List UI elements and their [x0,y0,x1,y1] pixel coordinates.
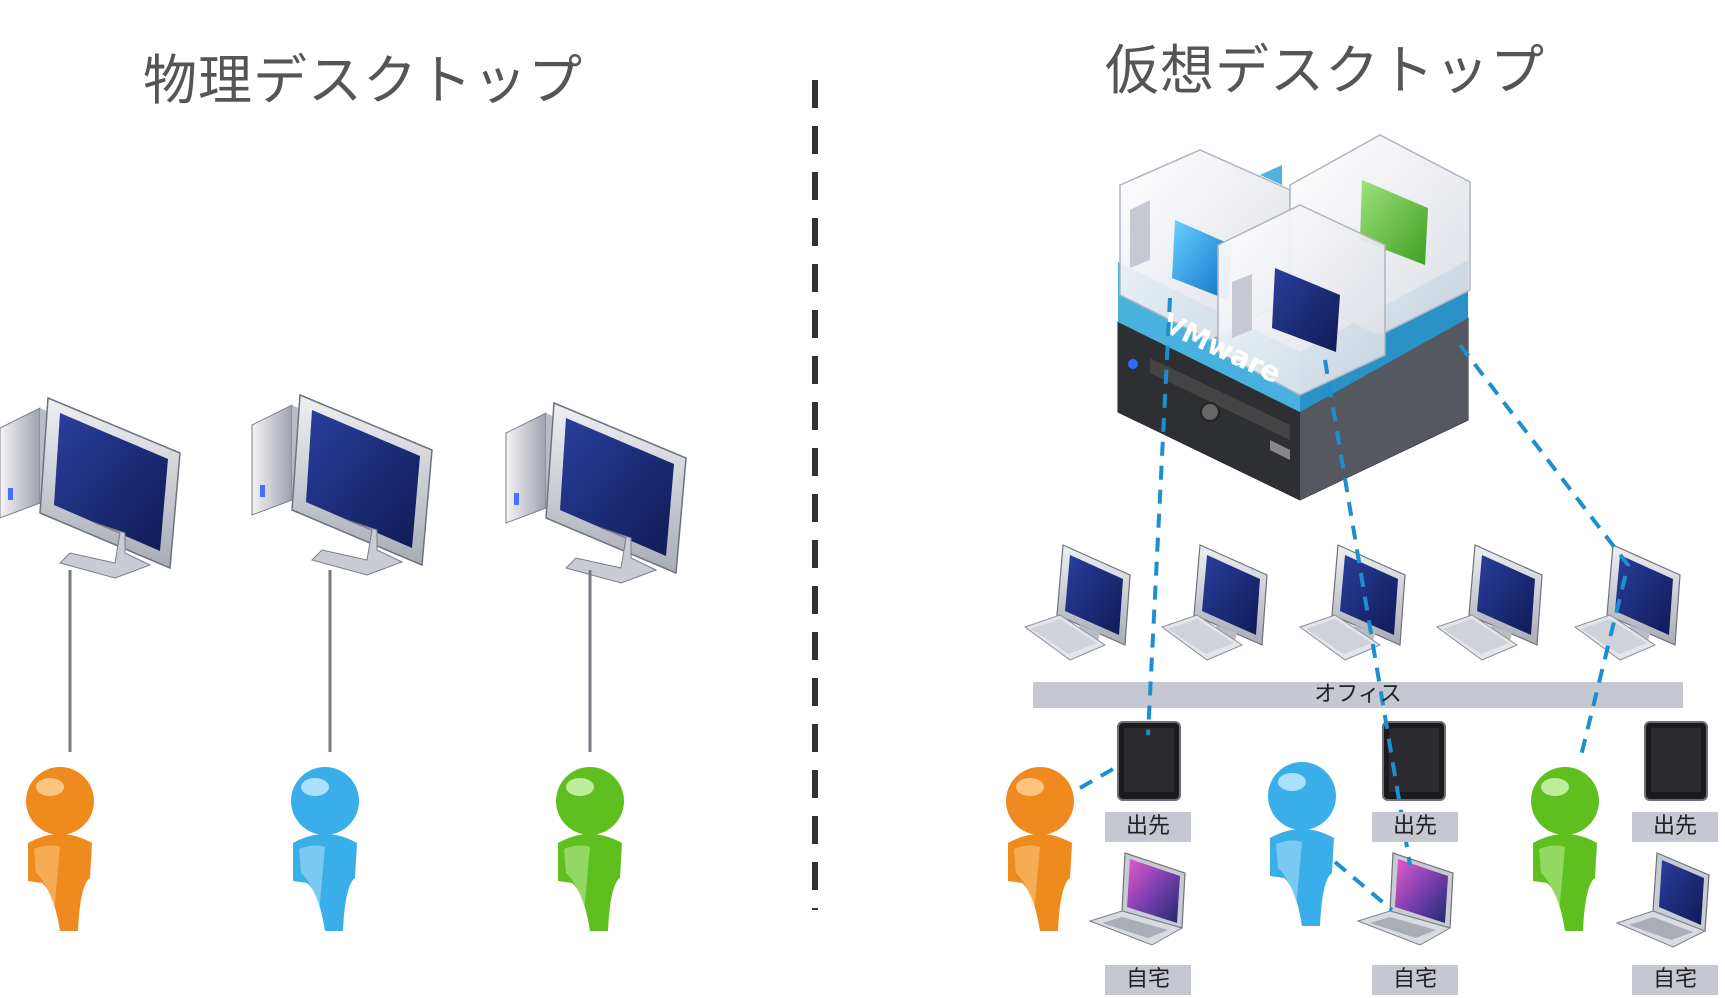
tablet-2 [1382,721,1446,801]
physical-pc-3 [505,402,687,584]
laptop-2 [1357,852,1454,946]
physical-user-blue [291,767,359,931]
device-label-home-2: 自宅 [1372,965,1458,995]
office-label: オフィス [1314,682,1402,707]
virtual-links [1079,297,1631,912]
device-label-away-2: 出先 [1372,812,1458,842]
physical-user-green [556,767,624,931]
laptop-3 [1616,852,1710,948]
physical-desktop-title: 物理デスクトップ [143,49,583,112]
device-label-home-3: 自宅 [1632,965,1718,995]
office-pc-4 [1436,544,1543,661]
virtual-desktop-title: 仮想デスクトップ [1105,39,1545,102]
device-label-away-1: 出先 [1105,812,1191,842]
office-pc-3 [1299,544,1406,661]
office-pc-1 [1024,544,1131,661]
physical-pc-1 [0,397,181,579]
laptop-1 [1089,852,1186,946]
device-label-away-3: 出先 [1632,812,1718,842]
tablet-3 [1644,721,1708,801]
physical-user-orange [26,767,94,931]
physical-pc-2 [251,394,433,576]
office-pc-2 [1161,544,1268,661]
physical-links [68,570,592,752]
device-label-home-1: 自宅 [1105,965,1191,995]
virtual-user-green [1531,767,1599,931]
virtual-user-orange [1006,767,1074,931]
virtual-user-blue [1268,762,1336,926]
office-bar [1033,682,1683,708]
